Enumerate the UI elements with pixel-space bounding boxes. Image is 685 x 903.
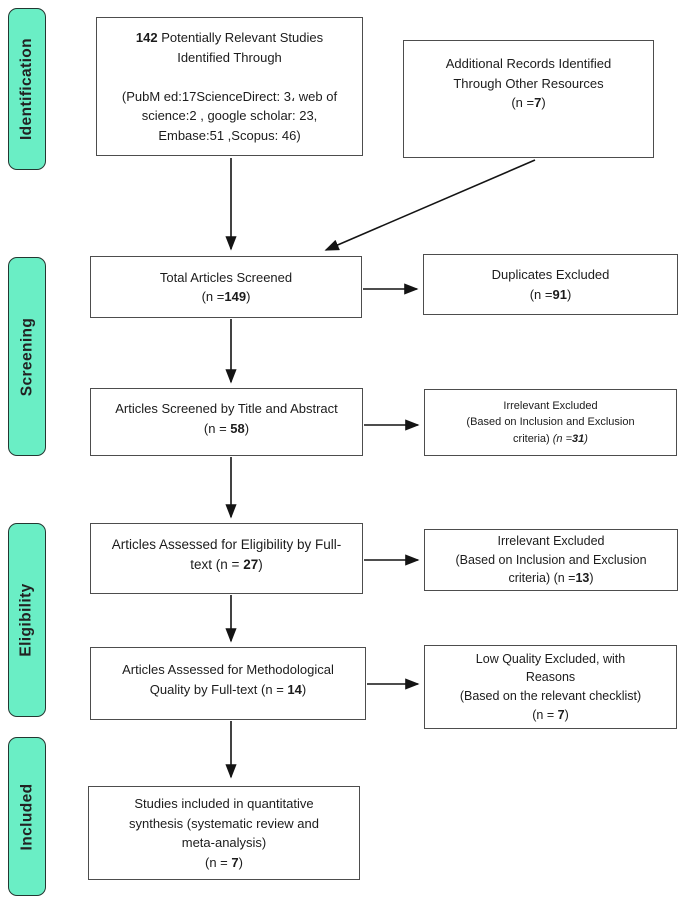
stage-label-identification-text: Identification bbox=[18, 37, 36, 141]
box-total-screened: Total Articles Screened(n =149) bbox=[90, 256, 362, 318]
stage-label-included-text: Included bbox=[18, 783, 35, 850]
box-irrelevant-excluded-1: Irrelevant Excluded(Based on Inclusion a… bbox=[424, 389, 677, 456]
box-irrelevant-excluded-2-text: Irrelevant Excluded(Based on Inclusion a… bbox=[455, 533, 647, 586]
stage-label-included: Included bbox=[8, 737, 46, 896]
box-irrelevant-excluded-1-text: Irrelevant Excluded(Based on Inclusion a… bbox=[466, 399, 635, 445]
stage-label-screening: Screening bbox=[8, 257, 46, 456]
box-duplicates-excluded-text: Duplicates Excluded(n =91) bbox=[491, 267, 610, 302]
box-title-abstract-screened: Articles Screened by Title and Abstract(… bbox=[90, 388, 363, 456]
box-irrelevant-excluded-2: Irrelevant Excluded(Based on Inclusion a… bbox=[424, 529, 678, 591]
box-duplicates-excluded: Duplicates Excluded(n =91) bbox=[423, 254, 678, 315]
stage-label-screening-text: Screening bbox=[18, 317, 36, 396]
stage-label-eligibility-text: Eligibility bbox=[18, 583, 36, 657]
box-eligibility-fulltext-text: Articles Assessed for Eligibility by Ful… bbox=[111, 537, 342, 573]
box-title-abstract-screened-text: Articles Screened by Title and Abstract(… bbox=[115, 401, 338, 436]
box-eligibility-fulltext: Articles Assessed for Eligibility by Ful… bbox=[90, 523, 363, 594]
arrow-additional-to-total bbox=[324, 159, 536, 251]
stage-label-identification: Identification bbox=[8, 8, 46, 170]
stage-label-eligibility: Eligibility bbox=[8, 523, 46, 717]
box-total-screened-text: Total Articles Screened(n =149) bbox=[159, 269, 293, 305]
